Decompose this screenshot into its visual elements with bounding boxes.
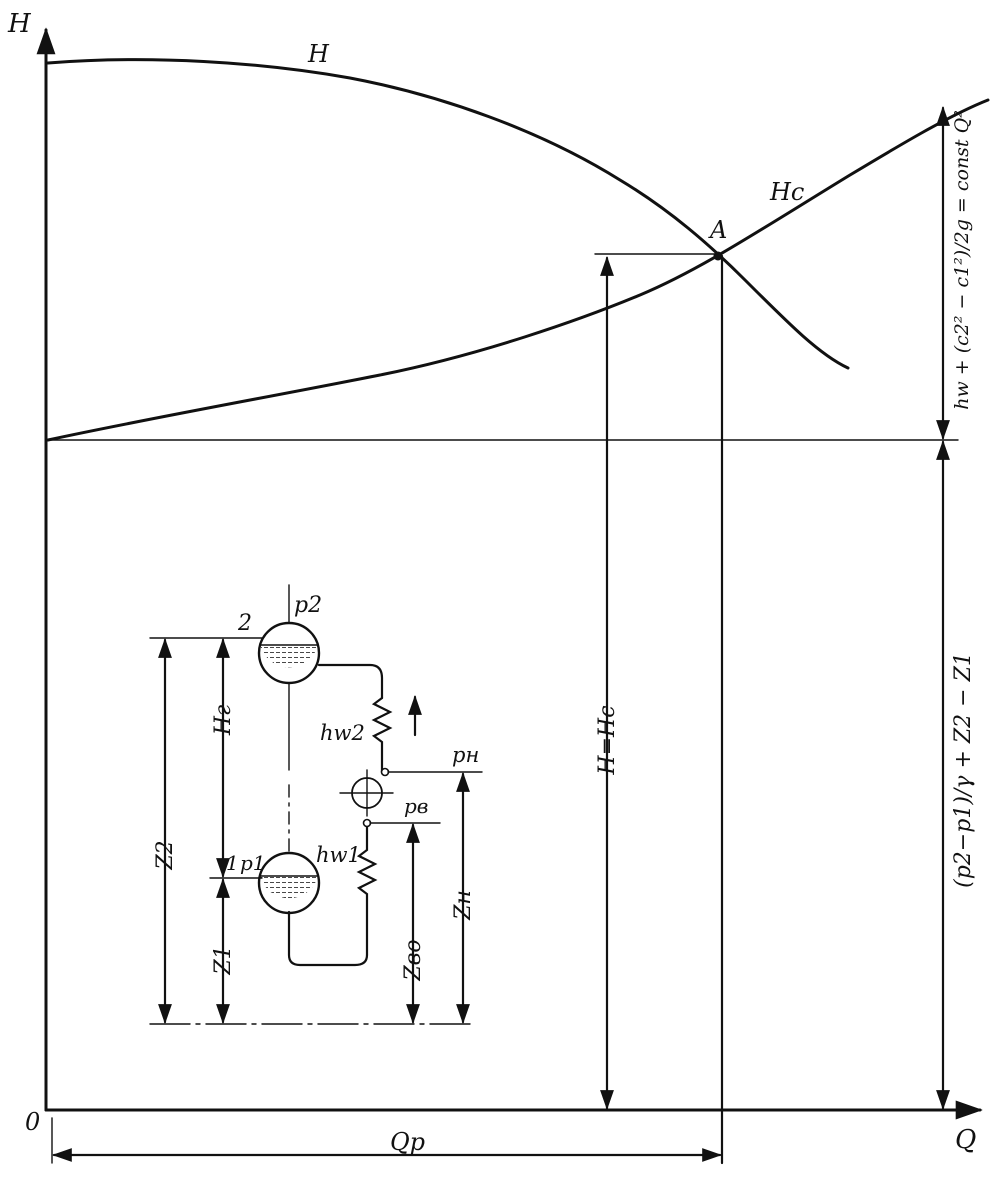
pump-system-schematic: Z2 Hг Z1 Zво Zн 2 1 p2 p1 hw2 hw1 pн pв (149, 584, 483, 1025)
upper-elevation-label: Z2 (153, 840, 178, 870)
static-head-dimension: (p2−p1)/γ + Z2 − Z1 (936, 440, 976, 1110)
lower-pressure-label: p1 (240, 851, 266, 875)
origin-label: 0 (25, 1108, 40, 1136)
suction-pressure-label: pв (404, 794, 428, 818)
flow-rate-dimension: Qp (51, 1117, 722, 1164)
suction-height-label: Zво (401, 939, 426, 981)
operating-point-label: A (708, 216, 727, 244)
discharge-pressure-label: pн (452, 743, 479, 767)
discharge-resistance (371, 696, 393, 774)
dynamic-head-dimension: hw + (c2² − c1²)/2g = const Q² (936, 106, 973, 440)
geometric-head-label: Hг (211, 705, 236, 736)
pump-symbol (339, 769, 394, 817)
pump-height-label: Zн (451, 890, 476, 921)
pump-head-curve (46, 58, 850, 370)
upper-tank-number: 2 (237, 611, 252, 636)
pump-curve-label: H (307, 40, 330, 68)
operating-head-dimension: H=Hc (595, 256, 620, 1110)
suction-resistance (356, 825, 378, 957)
operating-point: A (708, 216, 727, 261)
upper-tank (257, 621, 321, 685)
lower-tank (257, 851, 321, 915)
system-curve-label: Hc (769, 178, 804, 206)
upper-pressure-label: p2 (294, 593, 322, 618)
y-axis-label: H (7, 9, 32, 39)
x-axis: Q (44, 1100, 983, 1155)
operating-head-label: H=Hc (595, 705, 620, 775)
lower-elevation-label: Z1 (211, 945, 236, 975)
y-axis: H (7, 9, 56, 1112)
flow-rate-label: Qp (390, 1128, 425, 1156)
dynamic-head-label: hw + (c2² − c1²)/2g = const Q² (951, 110, 973, 410)
suction-loss-label: hw1 (316, 843, 361, 867)
lower-tank-number: 1 (226, 851, 239, 875)
static-head-label: (p2−p1)/γ + Z2 − Z1 (951, 652, 976, 888)
discharge-loss-label: hw2 (320, 721, 365, 745)
system-head-curve (46, 98, 990, 442)
x-axis-label: Q (955, 1125, 976, 1155)
